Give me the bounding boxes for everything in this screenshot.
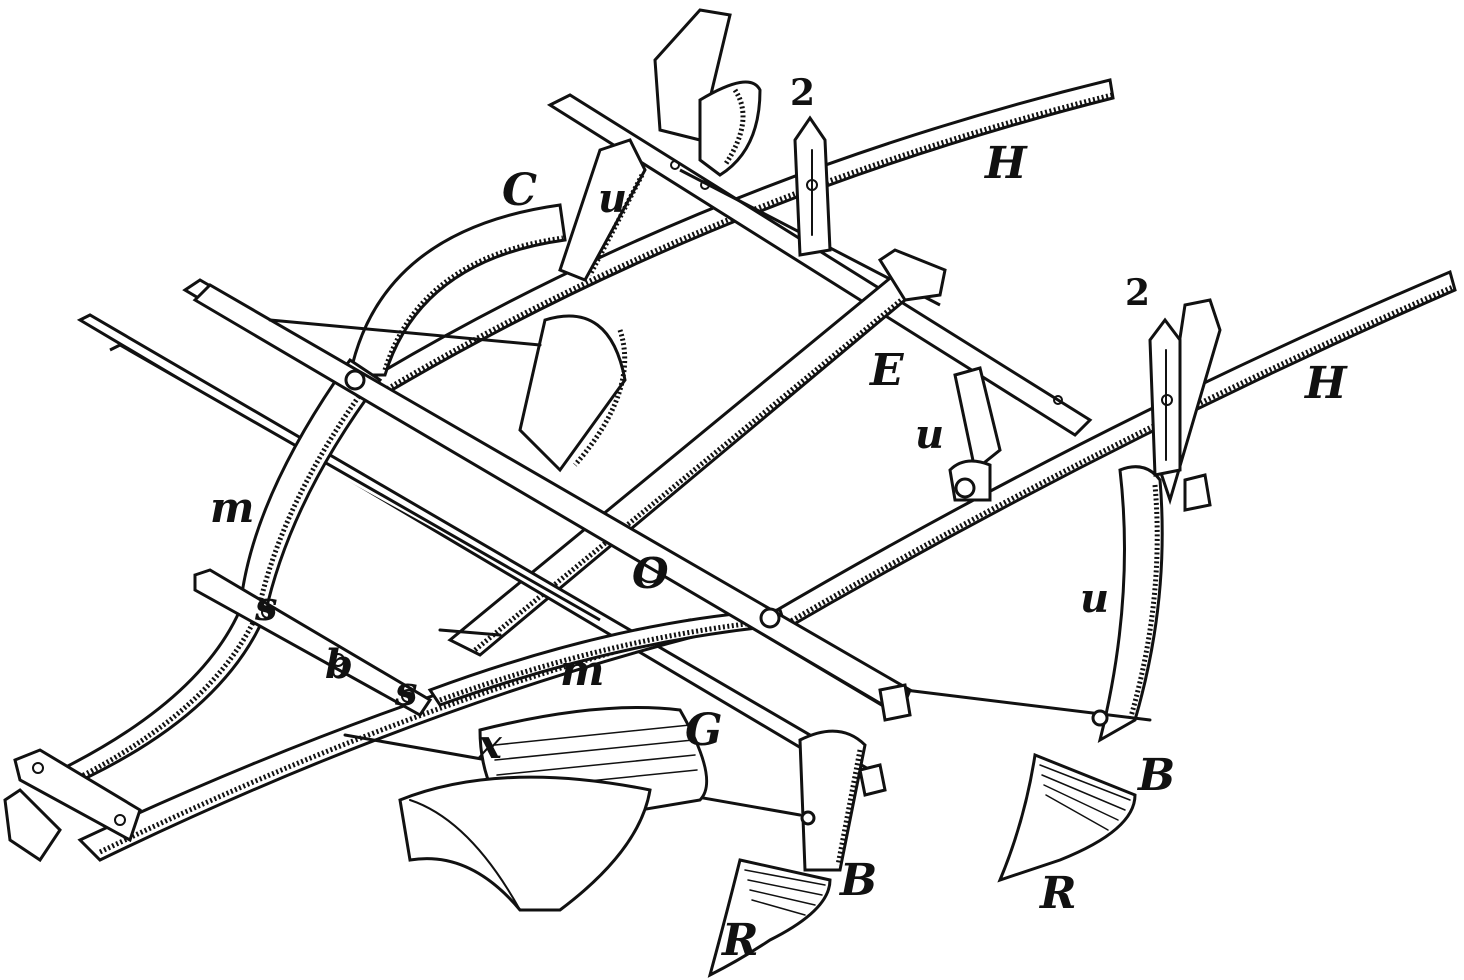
beam-E xyxy=(447,248,947,657)
label-B-right: B xyxy=(1136,750,1175,801)
label-H-lower: H xyxy=(1303,358,1348,409)
adjuster-post-lower xyxy=(1148,317,1182,477)
bolts xyxy=(344,369,1109,826)
share-left xyxy=(707,858,832,978)
label-R-right: R xyxy=(1038,868,1077,919)
label-u-right: u xyxy=(1080,575,1109,622)
share-right xyxy=(997,752,1137,883)
labels: H H 2 2 C u u u E m m s s b O x G B B R … xyxy=(210,72,1348,966)
label-s-mid: s xyxy=(394,668,418,715)
label-m-left: m xyxy=(210,483,254,532)
label-B-left: B xyxy=(838,855,877,906)
label-C: C xyxy=(502,165,537,216)
label-2-lower: 2 xyxy=(1125,272,1150,314)
label-E: E xyxy=(868,345,905,396)
top-standard xyxy=(653,8,762,177)
label-H-upper: H xyxy=(983,138,1028,189)
label-u-mid: u xyxy=(915,411,944,458)
front-bracket xyxy=(3,748,142,863)
mouldboard-left xyxy=(398,775,652,912)
front-crossbar xyxy=(193,568,433,717)
label-b: b xyxy=(325,641,353,688)
label-m-mid: m xyxy=(560,646,604,695)
standard-left xyxy=(798,729,867,872)
label-2-upper: 2 xyxy=(790,72,815,114)
label-x: x xyxy=(477,721,503,768)
arch-C xyxy=(348,203,567,377)
adjuster-post-upper xyxy=(793,115,832,257)
label-O: O xyxy=(632,549,669,598)
label-u-top: u xyxy=(598,175,627,222)
left-rails xyxy=(76,278,908,782)
label-R-left: R xyxy=(720,915,759,966)
label-s-left: s xyxy=(254,583,278,630)
label-G: G xyxy=(685,705,723,756)
standard-u-top xyxy=(518,138,647,473)
standard-u-mid xyxy=(948,366,1002,502)
